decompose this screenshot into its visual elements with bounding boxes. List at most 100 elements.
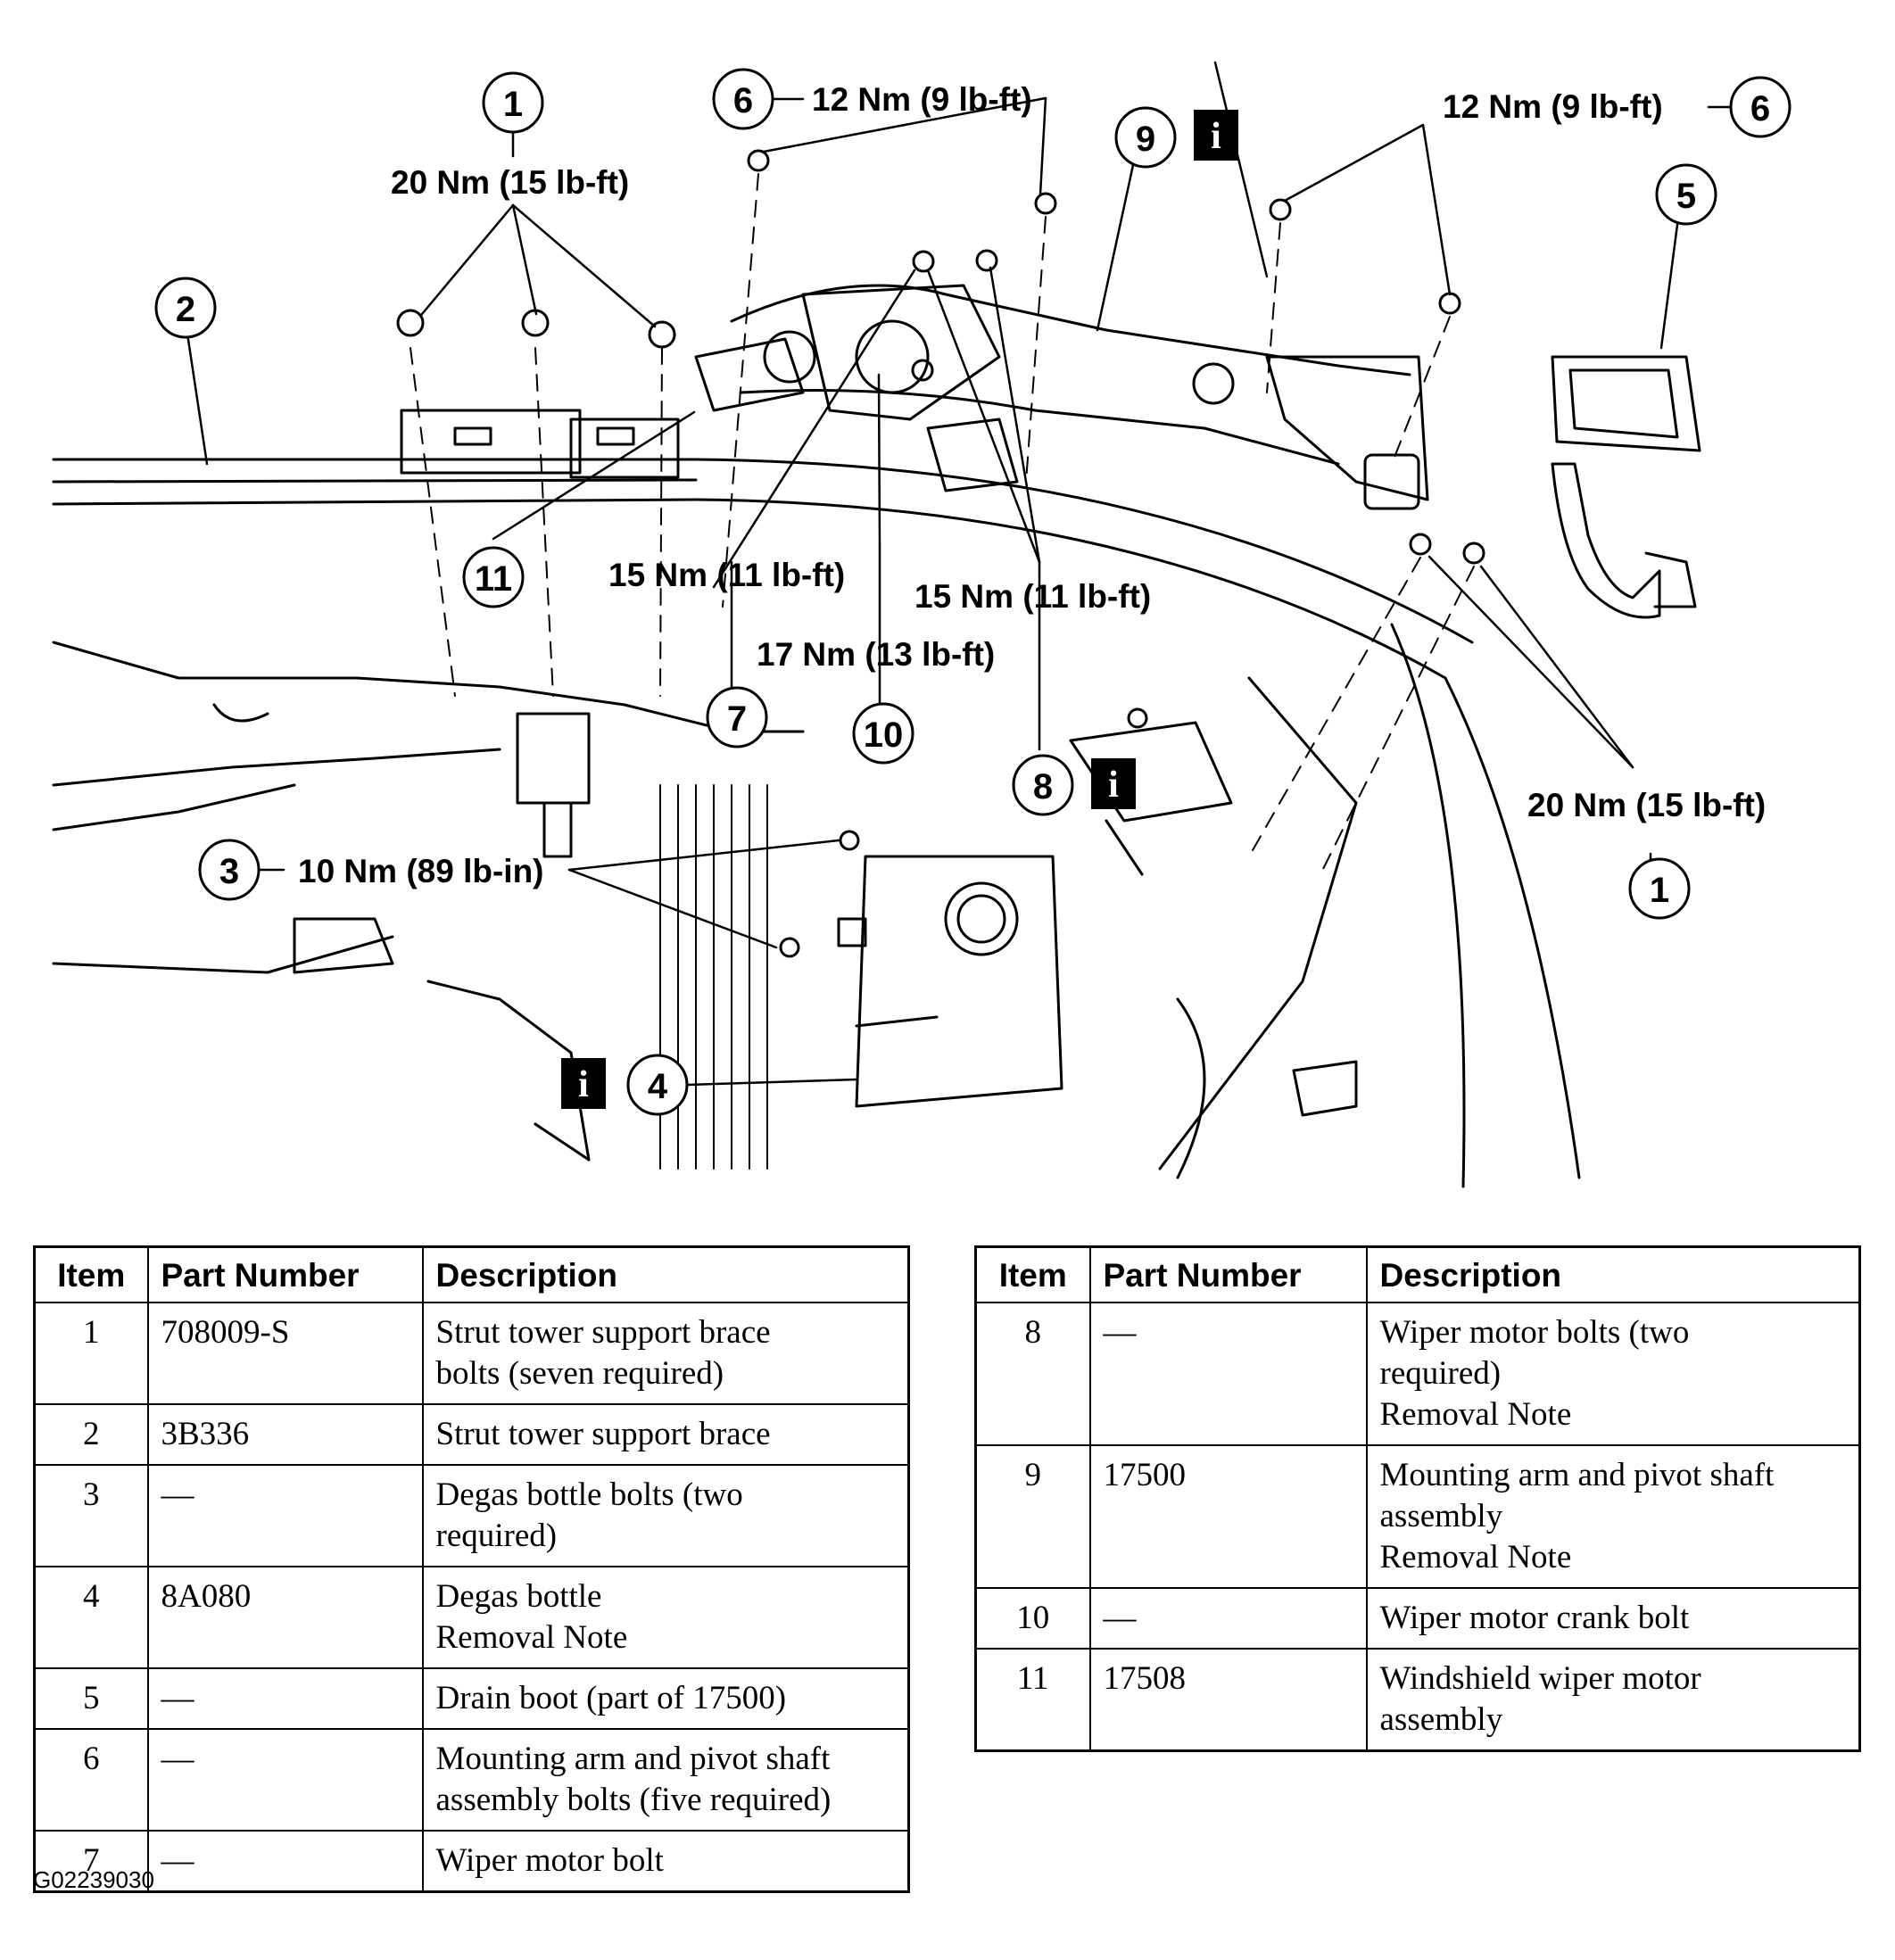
- cowl-panel: [52, 641, 805, 1162]
- description-line: required): [1379, 1355, 1502, 1392]
- header-item: Item: [974, 1245, 1091, 1303]
- callout-11: 11: [462, 546, 525, 608]
- cell-description: Windshield wiper motor assembly: [1365, 1648, 1861, 1752]
- callout-1-top: 1: [482, 71, 544, 134]
- svg-text:5: 5: [1676, 177, 1696, 216]
- svg-text:i: i: [578, 1064, 589, 1105]
- description-line: required): [435, 1518, 558, 1554]
- table-row: 9 17500 Mounting arm and pivot shaft ass…: [974, 1444, 1861, 1589]
- strut-tower-brace: [52, 409, 1474, 680]
- torque-label-item8: 15 Nm (11 lb-ft): [914, 578, 1151, 615]
- description-line: Degas bottle: [435, 1578, 602, 1615]
- table-row: 8 — Wiper motor bolts (two required) Rem…: [974, 1302, 1861, 1446]
- description-line: assembly bolts (five required): [435, 1782, 832, 1818]
- cell-description: Degas bottle bolts (two required): [421, 1464, 910, 1567]
- leader-lines: [186, 61, 1737, 1087]
- header-part-number: Part Number: [146, 1245, 424, 1303]
- svg-text:9: 9: [1136, 120, 1155, 159]
- description-line: Mounting arm and pivot shaft: [1379, 1457, 1775, 1493]
- torque-label-item6-right: 12 Nm (9 lb-ft): [1443, 88, 1663, 125]
- table-row: 5 — Drain boot (part of 17500): [33, 1667, 910, 1730]
- parts-legend-table-left: Item Part Number Description 1 708009-S …: [33, 1245, 910, 1893]
- cell-item: 2: [33, 1403, 149, 1466]
- svg-text:i: i: [1108, 765, 1119, 806]
- removal-note-link[interactable]: Removal Note: [1379, 1396, 1572, 1433]
- table-row: 4 8A080 Degas bottle Removal Note: [33, 1566, 910, 1669]
- parts-legend-table-right: Item Part Number Description 8 — Wiper m…: [974, 1245, 1861, 1752]
- wiper-linkage: [694, 284, 1429, 510]
- wiper-motor: [801, 284, 1019, 492]
- cell-part-number: —: [146, 1728, 424, 1832]
- description-line: Strut tower support brace: [435, 1314, 771, 1351]
- description-line: assembly: [1379, 1701, 1503, 1738]
- cell-description: Wiper motor bolts (two required) Removal…: [1365, 1302, 1861, 1446]
- svg-text:6: 6: [733, 81, 753, 120]
- cell-part-number: 708009-S: [146, 1302, 424, 1405]
- svg-text:10: 10: [864, 715, 904, 755]
- cell-part-number: —: [146, 1667, 424, 1730]
- header-item: Item: [33, 1245, 149, 1303]
- torque-label-item1-top: 20 Nm (15 lb-ft): [391, 164, 629, 201]
- callout-9: 9: [1114, 106, 1177, 169]
- callout-6-right: 6: [1729, 76, 1792, 138]
- torque-label-item3: 10 Nm (89 lb-in): [298, 853, 544, 889]
- callout-4: 4: [626, 1054, 689, 1116]
- table-row: 11 17508 Windshield wiper motor assembly: [974, 1648, 1861, 1752]
- radiator-grille: [659, 784, 768, 1170]
- cell-item: 7: [33, 1830, 149, 1893]
- svg-text:6: 6: [1750, 89, 1770, 128]
- description-line: Wiper motor crank bolt: [1379, 1600, 1690, 1636]
- cell-description: Drain boot (part of 17500): [421, 1667, 910, 1730]
- description-line: Wiper motor bolt: [435, 1842, 664, 1879]
- cell-part-number: —: [1088, 1302, 1368, 1446]
- bolt-fasteners: [396, 149, 1485, 958]
- cell-item: 9: [974, 1444, 1091, 1589]
- cell-description: Mounting arm and pivot shaft assembly bo…: [421, 1728, 910, 1832]
- info-icon-item4: i: [561, 1058, 606, 1109]
- cell-item: 6: [33, 1728, 149, 1832]
- svg-text:i: i: [1211, 116, 1221, 157]
- table-row: 3 — Degas bottle bolts (two required): [33, 1464, 910, 1567]
- cell-part-number: 17500: [1088, 1444, 1368, 1589]
- table-header-row: Item Part Number Description: [33, 1245, 910, 1303]
- svg-text:1: 1: [503, 85, 523, 124]
- svg-text:3: 3: [219, 852, 239, 891]
- exploded-parts-illustration: 1 2 3 4 5 6 6 7: [52, 61, 1792, 1188]
- cell-part-number: —: [146, 1464, 424, 1567]
- removal-note-link[interactable]: Removal Note: [435, 1619, 628, 1656]
- table-header-row: Item Part Number Description: [974, 1245, 1861, 1303]
- cell-item: 8: [974, 1302, 1091, 1446]
- cell-part-number: —: [146, 1830, 424, 1893]
- cell-item: 11: [974, 1648, 1091, 1752]
- cell-description: Strut tower support brace: [421, 1403, 910, 1466]
- callout-1-right: 1: [1628, 857, 1691, 920]
- header-description: Description: [1365, 1245, 1861, 1303]
- torque-label-item7: 15 Nm (11 lb-ft): [608, 557, 845, 593]
- degas-bottle: [516, 712, 1063, 1108]
- torque-label-item10: 17 Nm (13 lb-ft): [757, 636, 995, 673]
- cell-description: Wiper motor crank bolt: [1365, 1587, 1861, 1650]
- svg-text:1: 1: [1650, 871, 1669, 910]
- cell-description: Degas bottle Removal Note: [421, 1566, 910, 1669]
- svg-text:4: 4: [648, 1067, 668, 1106]
- info-icon-item9: i: [1194, 110, 1238, 161]
- header-description: Description: [421, 1245, 910, 1303]
- cell-description: Strut tower support brace bolts (seven r…: [421, 1302, 910, 1405]
- callout-5: 5: [1655, 163, 1717, 226]
- description-line: Windshield wiper motor: [1379, 1660, 1701, 1697]
- description-line: assembly: [1379, 1498, 1503, 1534]
- table-row: 6 — Mounting arm and pivot shaft assembl…: [33, 1728, 910, 1832]
- cell-item: 1: [33, 1302, 149, 1405]
- cell-description: Wiper motor bolt: [421, 1830, 910, 1893]
- figure-code: G02239030: [33, 1866, 154, 1893]
- callout-3: 3: [198, 839, 261, 901]
- cell-part-number: 17508: [1088, 1648, 1368, 1752]
- cell-part-number: 3B336: [146, 1403, 424, 1466]
- description-line: Degas bottle bolts (two: [435, 1476, 743, 1513]
- table-row: 10 — Wiper motor crank bolt: [974, 1587, 1861, 1650]
- cell-item: 3: [33, 1464, 149, 1567]
- removal-note-link[interactable]: Removal Note: [1379, 1539, 1572, 1575]
- cell-item: 5: [33, 1667, 149, 1730]
- drain-boot: [1551, 355, 1701, 619]
- alignment-lines: [410, 173, 1475, 875]
